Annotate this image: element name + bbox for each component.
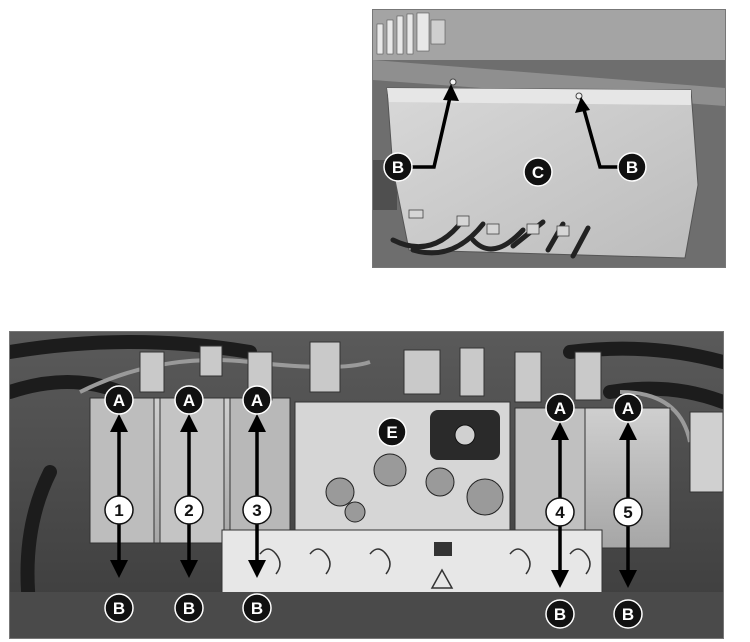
- svg-text:B: B: [183, 599, 195, 618]
- callout-a-4: A: [545, 393, 575, 423]
- callout-b-4: B: [545, 599, 575, 629]
- svg-text:4: 4: [555, 503, 565, 522]
- callout-b-right: B: [617, 152, 647, 182]
- valve-photo: A A A A A E 1 2: [9, 331, 724, 639]
- callout-a-3: A: [242, 385, 272, 415]
- svg-text:A: A: [113, 391, 125, 410]
- callout-a-5: A: [613, 393, 643, 423]
- lever-plate: [221, 529, 603, 597]
- callout-number-2: 2: [174, 495, 204, 525]
- callout-b-2: B: [174, 593, 204, 623]
- valve-sections-right: [514, 407, 671, 549]
- cover-photo: B C B: [372, 9, 726, 268]
- callout-b-3: B: [242, 593, 272, 623]
- warning-icon: [430, 568, 454, 589]
- svg-text:A: A: [251, 391, 263, 410]
- svg-text:2: 2: [184, 501, 193, 520]
- callout-b-left: B: [383, 152, 413, 182]
- callout-b-1: B: [104, 593, 134, 623]
- svg-text:A: A: [622, 399, 634, 418]
- svg-text:C: C: [532, 163, 544, 182]
- callout-number-3: 3: [242, 495, 272, 525]
- svg-text:B: B: [113, 599, 125, 618]
- svg-text:5: 5: [623, 503, 632, 522]
- svg-text:1: 1: [114, 501, 123, 520]
- callout-e: E: [377, 417, 407, 447]
- svg-text:E: E: [386, 423, 397, 442]
- callout-number-1: 1: [104, 495, 134, 525]
- svg-text:B: B: [392, 158, 404, 177]
- callout-number-5: 5: [613, 497, 643, 527]
- svg-text:A: A: [183, 391, 195, 410]
- svg-text:B: B: [626, 158, 638, 177]
- svg-text:B: B: [251, 599, 263, 618]
- svg-text:3: 3: [252, 501, 261, 520]
- callout-a-2: A: [174, 385, 204, 415]
- callout-a-1: A: [104, 385, 134, 415]
- callout-number-4: 4: [545, 497, 575, 527]
- callout-b-5: B: [613, 599, 643, 629]
- svg-text:B: B: [622, 605, 634, 624]
- svg-text:B: B: [554, 605, 566, 624]
- callout-c: C: [523, 157, 553, 187]
- svg-text:A: A: [554, 399, 566, 418]
- railing: [376, 12, 446, 55]
